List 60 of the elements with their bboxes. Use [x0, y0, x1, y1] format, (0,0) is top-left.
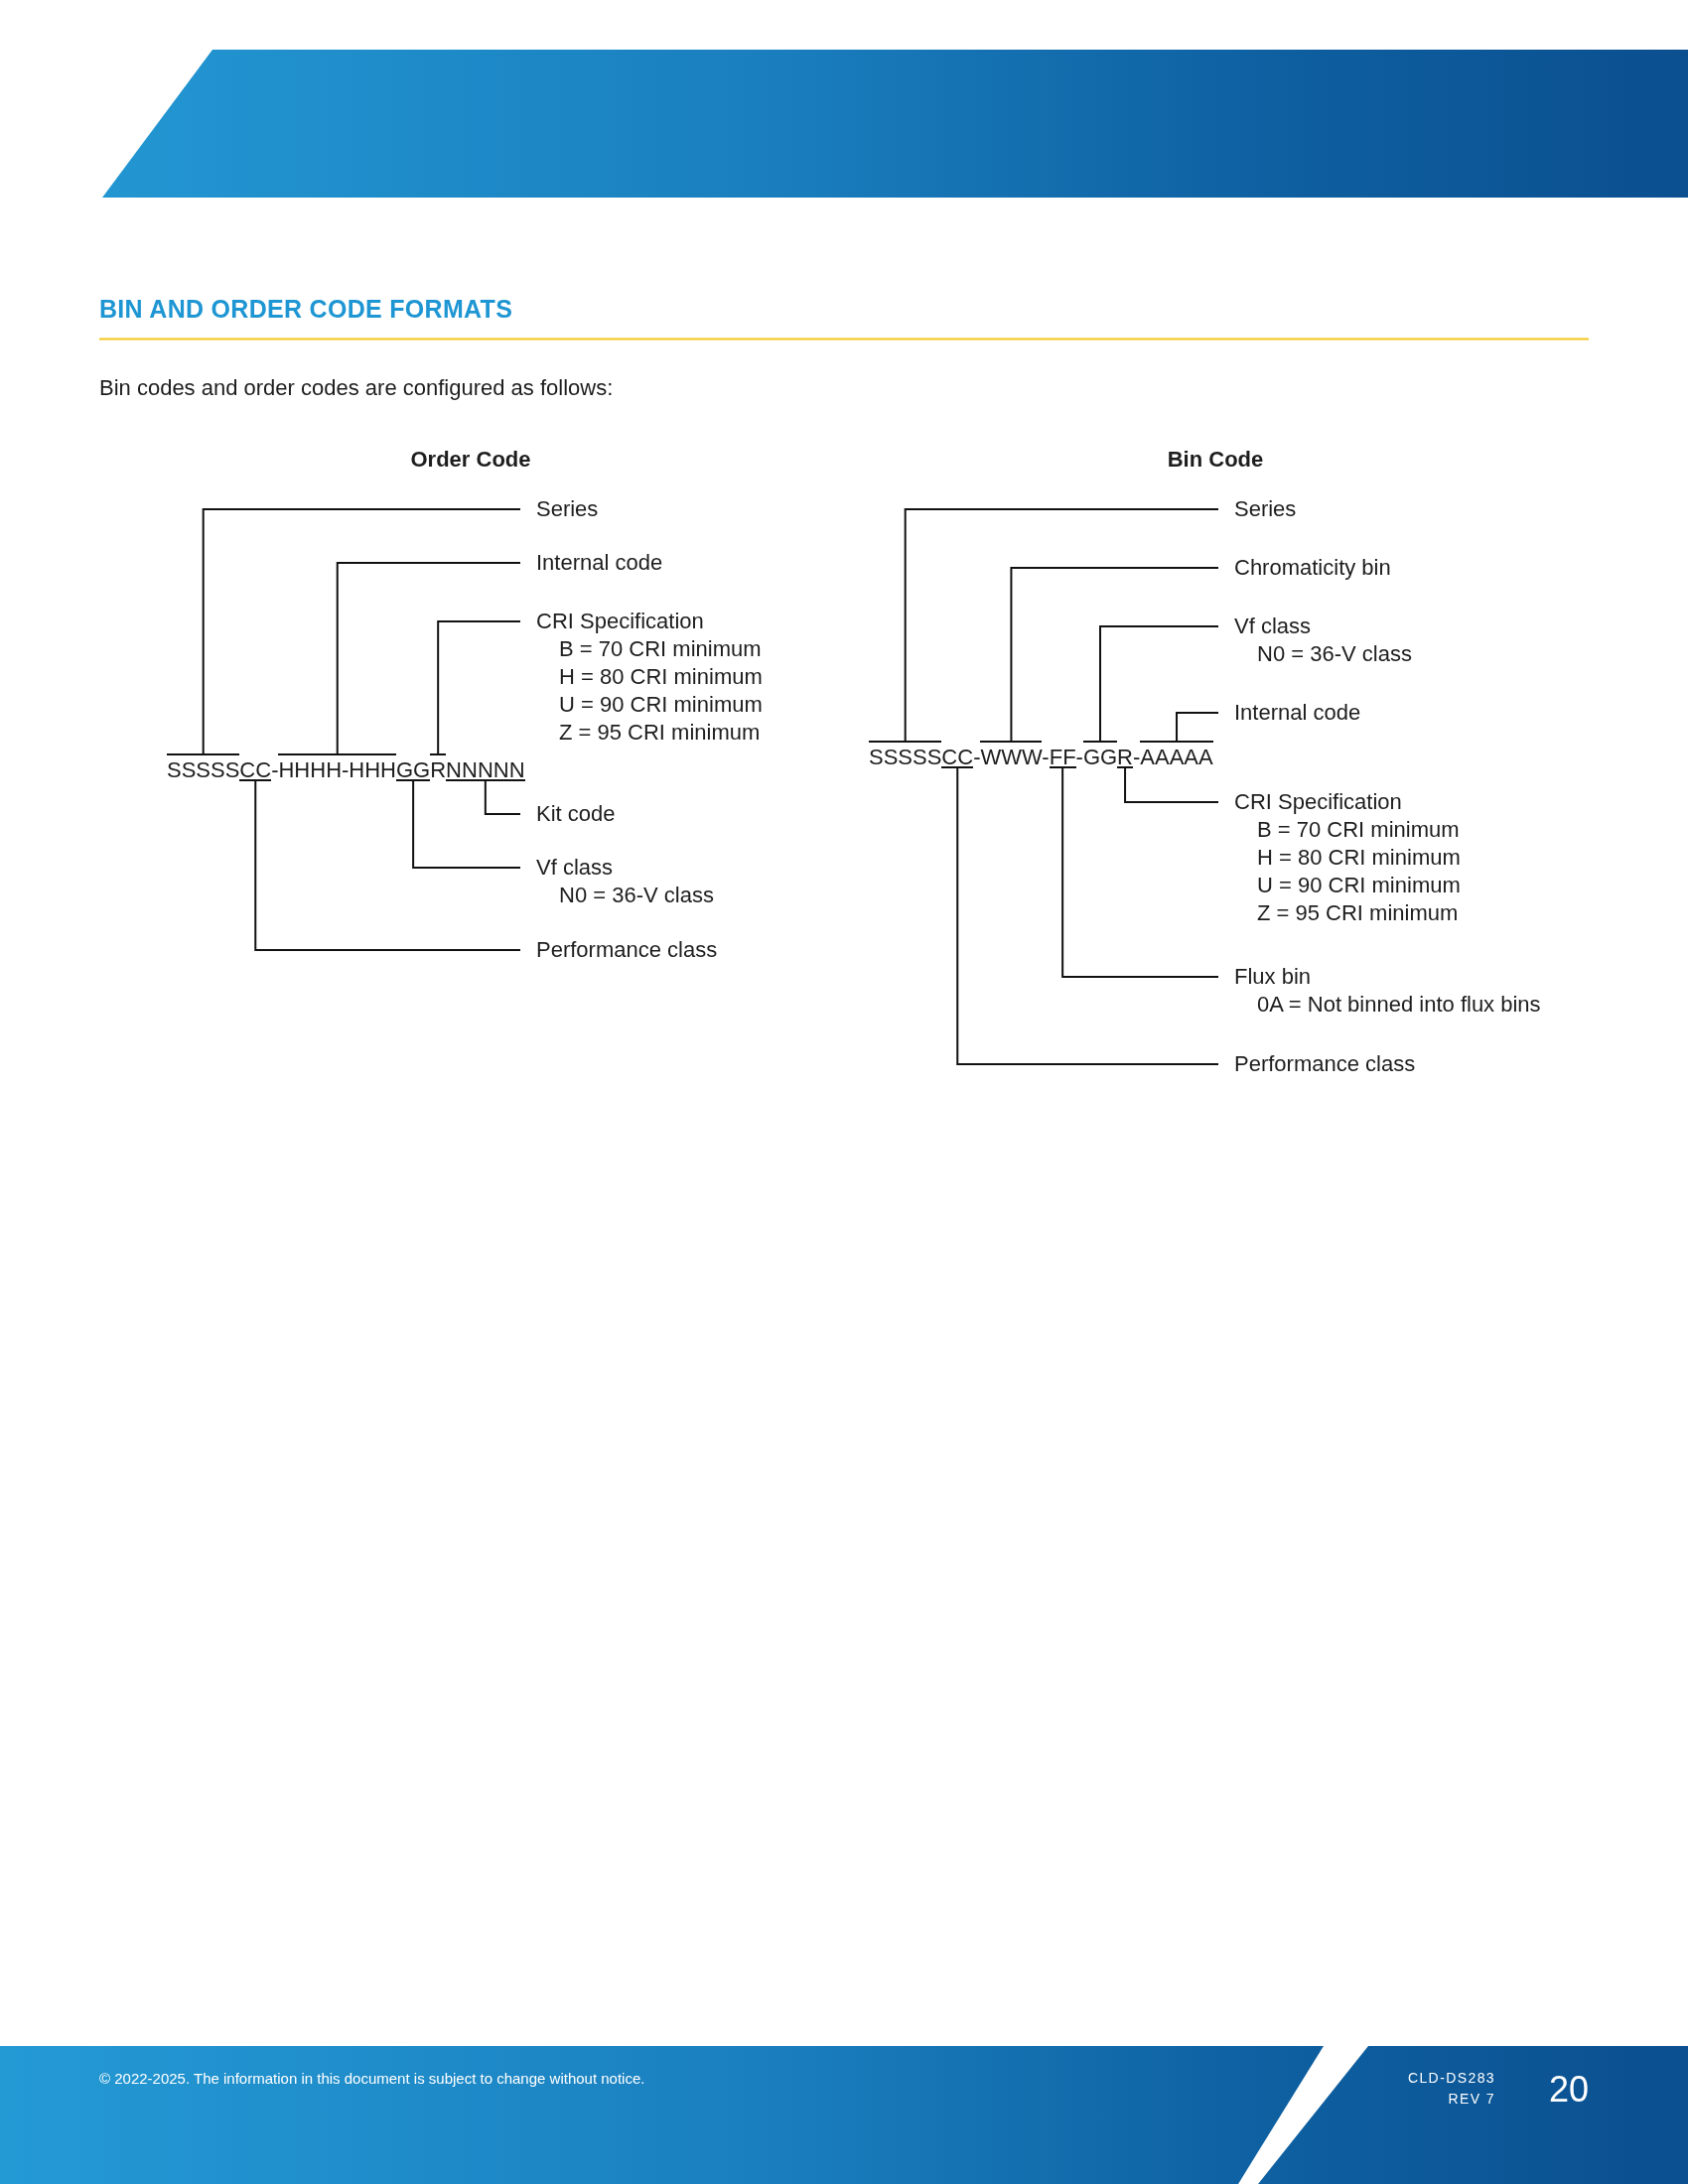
segment-underline	[239, 779, 272, 781]
page-number: 20	[1548, 2069, 1589, 2111]
callout-label: Flux bin	[1234, 963, 1313, 991]
leader-line	[484, 780, 521, 815]
code-format-text: SSSSSCC-WWW-FF-GGR-AAAAA	[869, 747, 1213, 768]
leader-line	[202, 508, 521, 754]
callout-label: Series	[536, 495, 599, 523]
segment-underline	[446, 779, 525, 781]
leader-line	[1061, 767, 1219, 978]
footer-notice: © 2022-2025. The information in this document is subject to change without notice.	[99, 2069, 645, 2087]
diagram-heading: Bin Code	[1167, 447, 1264, 473]
leader-line	[437, 620, 521, 754]
callout-detail: H = 80 CRI minimum	[1256, 844, 1461, 872]
callout-label: CRI Specification	[1234, 788, 1403, 816]
callout-label: Chromaticity bin	[1234, 554, 1391, 582]
section-title: BIN AND ORDER CODE FORMATS	[99, 294, 513, 324]
leader-line	[1099, 625, 1219, 742]
callout-detail: N0 = 36-V class	[1256, 640, 1412, 668]
segment-overline	[869, 741, 942, 743]
intro-text: Bin codes and order codes are configured as follows:	[99, 375, 614, 401]
document-number: CLD-DS283	[1407, 2070, 1495, 2086]
callout-detail: Z = 95 CRI minimum	[558, 719, 762, 747]
callout-label: Performance class	[1234, 1050, 1416, 1078]
callout-detail: U = 90 CRI minimum	[558, 691, 763, 719]
segment-overline	[1082, 741, 1118, 743]
callout-detail: H = 80 CRI minimum	[558, 663, 763, 691]
callout-label: Internal code	[1234, 699, 1361, 727]
callout-label: CRI Specification	[536, 608, 705, 635]
leader-line	[412, 780, 521, 869]
segment-underline	[396, 779, 431, 781]
segment-overline	[167, 753, 240, 755]
callout-detail: B = 70 CRI minimum	[1256, 816, 1461, 844]
callout-label: Performance class	[536, 936, 718, 964]
segment-underline	[941, 766, 974, 768]
leader-line	[336, 562, 521, 754]
leader-line	[1176, 712, 1219, 742]
callout-detail: U = 90 CRI minimum	[1256, 872, 1461, 899]
leader-line	[254, 780, 521, 951]
leader-line	[956, 767, 1219, 1065]
segment-underline	[1117, 766, 1133, 768]
segment-overline	[430, 753, 447, 755]
segment-overline	[278, 753, 396, 755]
diagram-heading: Order Code	[410, 447, 531, 473]
callout-detail: Z = 95 CRI minimum	[1256, 899, 1460, 927]
callout-label: Series	[1234, 495, 1297, 523]
callout-label: Vf class	[1234, 613, 1313, 640]
callout-label: Vf class	[536, 854, 615, 882]
revision-label: REV 7	[1448, 2091, 1495, 2107]
callout-detail: N0 = 36-V class	[558, 882, 714, 909]
leader-line	[1010, 567, 1219, 742]
callout-detail: 0A = Not binned into flux bins	[1256, 991, 1541, 1019]
leader-line	[904, 508, 1219, 742]
code-format-text: SSSSSCC-HHHH-HHHGGRNNNNN	[167, 759, 525, 781]
segment-overline	[1140, 741, 1213, 743]
callout-detail: B = 70 CRI minimum	[558, 635, 763, 663]
segment-overline	[980, 741, 1043, 743]
leader-line	[1124, 767, 1219, 803]
callout-label: Internal code	[536, 549, 663, 577]
segment-underline	[1049, 766, 1076, 768]
callout-label: Kit code	[536, 800, 616, 828]
